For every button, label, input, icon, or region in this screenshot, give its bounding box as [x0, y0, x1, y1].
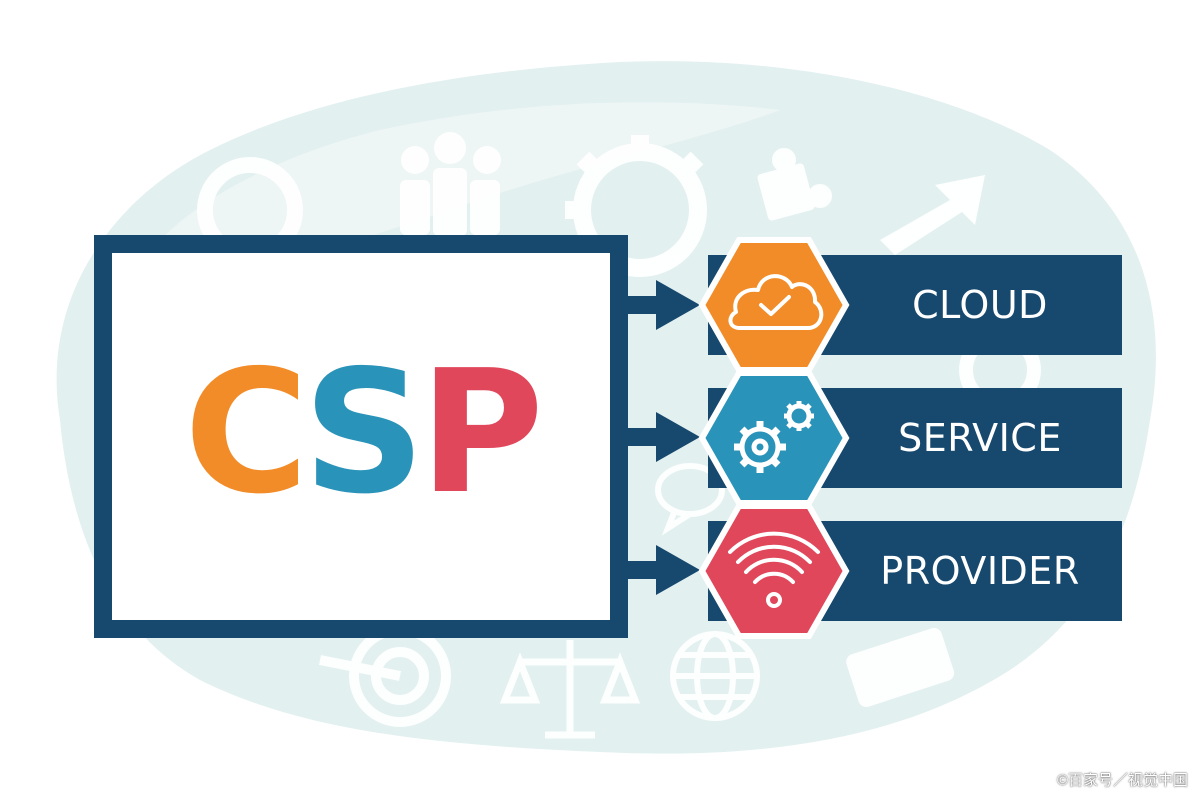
watermark: ©百家号／视觉中国: [1056, 772, 1188, 789]
scales-icon: [499, 640, 641, 739]
banner-provider: PROVIDER: [708, 521, 1122, 621]
puzzle-icon: [757, 148, 832, 221]
banner-cloud: CLOUD: [708, 255, 1122, 355]
acronym-letter-p: P: [419, 333, 544, 532]
gear-icon: [565, 135, 707, 277]
acronym-letter-c: C: [184, 333, 309, 532]
acronym-title: C S P: [112, 249, 610, 616]
acronym-box: C S P: [94, 235, 628, 638]
handshake-icon: [846, 627, 955, 707]
banner-label-cloud: CLOUD: [912, 283, 1048, 327]
people-icon: [400, 132, 501, 236]
globe-icon: [670, 631, 760, 721]
banner-service: SERVICE: [708, 388, 1122, 488]
banner-label-provider: PROVIDER: [880, 549, 1080, 593]
banner-label-service: SERVICE: [898, 416, 1062, 460]
acronym-letter-s: S: [302, 333, 425, 532]
arrow-icon: [880, 175, 985, 255]
